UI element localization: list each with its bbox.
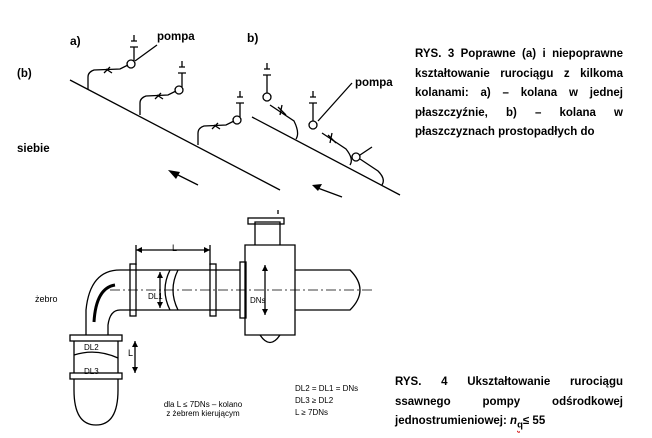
side-label-siebie: siebie [17,143,50,155]
fig4-label-DL2: DL2 [84,343,99,352]
figure-4-drawing [69,210,375,426]
fig4-label-DL3: DL3 [84,367,99,376]
fig4-formula-3: L ≥ 7DNs [295,408,328,417]
fig4-label-DNs: DNs [250,296,266,305]
fig3-caption: RYS. 3 Poprawne (a) i niepoprawne kształ… [415,48,623,138]
side-label-b: (b) [17,68,32,80]
fig4-elbow [85,269,121,335]
fig4-formula-2: DL3 ≥ DL2 [295,396,334,405]
fig4-formula-1: DL2 = DL1 = DNs [295,384,359,393]
fig4-label-L-top: L [172,243,178,253]
figure-3-drawing [69,35,401,198]
fig3b-main-pipe [251,116,401,196]
fig3-label-a: a) [70,34,81,48]
fig4-caption-main: RYS. 4 Ukształtowanie rurociągu ssawnego… [395,376,623,427]
fig3a-arrow-head [168,170,180,179]
fig4-motor [295,269,361,311]
fig4-caption-tail: ≤ 55 [522,415,546,427]
fig4-note-line1: dla L ≤ 7DNs – kolano [163,400,243,409]
fig3-label-b: b) [247,31,259,45]
fig3a-main-pipe [69,79,281,191]
fig4-caption: RYS. 4 Ukształtowanie rurociągu ssawnego… [395,373,623,435]
fig4-label-L-side: L [128,348,134,358]
fig4-formulas: DL2 = DL1 = DNs DL3 ≥ DL2 L ≥ 7DNs [295,383,358,419]
fig4-label-zebro: żebro [35,294,58,304]
fig4-note-line2: z żebrem kierującym [166,409,240,418]
fig4-caption-q: q [517,419,523,431]
fig3-pump-label-b: pompa [355,77,393,89]
fig3-pump-label-a: pompa [157,31,195,43]
fig4-note: dla L ≤ 7DNs – kolano z żebrem kierujący… [158,400,248,418]
fig4-caption-n: n [510,415,518,427]
fig4-rib [92,283,116,323]
fig4-label-DL1: DL1 [148,292,163,301]
